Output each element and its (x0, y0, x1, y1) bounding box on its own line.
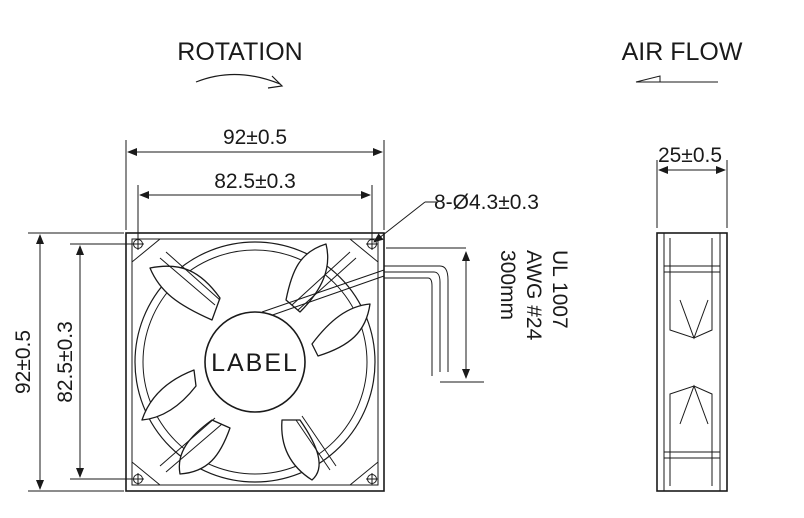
thickness-label: 25±0.5 (658, 144, 722, 167)
cable-spec-line2: AWG #24 (522, 250, 545, 341)
outer-height-label: 92±0.5 (12, 330, 35, 394)
hole-height-label: 82.5±0.3 (54, 321, 77, 403)
dim-hole-height: 82.5±0.3 (54, 243, 132, 480)
outer-width-label: 92±0.5 (223, 126, 287, 149)
fan-side-view: 25±0.5 (656, 144, 728, 492)
cable-spec-line3: 300mm (496, 250, 519, 320)
rotation-arrow (195, 73, 281, 85)
airflow-arrow (635, 75, 718, 83)
airflow-title: AIR FLOW (622, 38, 743, 66)
hole-callout-label: 8-Ø4.3±0.3 (434, 191, 539, 214)
cable: UL 1007 AWG #24 300mm (384, 247, 571, 383)
dim-outer-width: 92±0.5 (125, 126, 385, 230)
mounting-hole-top-left (132, 238, 144, 250)
dim-hole-width: 82.5±0.3 (137, 170, 373, 238)
mounting-hole-bottom-left (132, 473, 144, 485)
cable-spec-line1: UL 1007 (548, 250, 571, 329)
mounting-holes (132, 238, 378, 485)
rotation-arrowhead (267, 75, 284, 89)
hole-callout: 8-Ø4.3±0.3 (373, 191, 539, 243)
mounting-hole-top-right (366, 238, 378, 250)
fan-front-view: LABEL (125, 232, 385, 492)
hub-label: LABEL (211, 349, 299, 377)
rotation-title: ROTATION (177, 38, 302, 66)
hole-width-label: 82.5±0.3 (214, 170, 296, 193)
mounting-hole-bottom-right (366, 473, 378, 485)
dim-outer-height: 92±0.5 (12, 232, 124, 492)
